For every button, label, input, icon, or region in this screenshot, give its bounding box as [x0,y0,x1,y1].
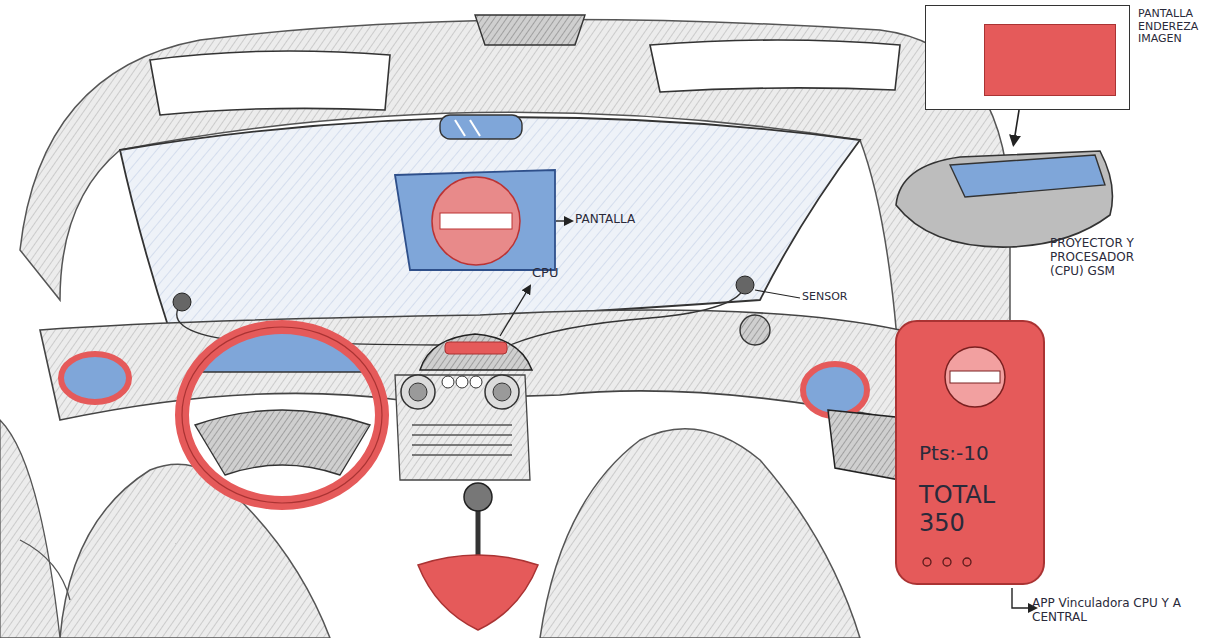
left-door [0,420,60,638]
phone-button [963,558,971,566]
air-vent-core [493,383,511,401]
phone-holder [828,410,905,480]
steering-wheel [182,327,382,503]
windshield-screen [395,170,555,270]
cpu-label: CPU [532,266,558,281]
sensor-label: SENSOR [802,291,847,304]
gear-knob [464,483,492,511]
phone-button [943,558,951,566]
control-knob [470,376,482,388]
sensor [736,276,754,294]
radio-slot [412,434,512,435]
leader-line [556,220,572,221]
gear-boot [418,555,538,630]
control-knob [442,376,454,388]
leader-line [500,286,530,336]
windshield [120,117,860,332]
no-entry-bar [950,371,1000,383]
side-mirror [61,354,129,402]
projector-unit: PROYECTOR Y PROCESADOR (CPU) GSM [890,145,1120,250]
radio-slot [412,444,512,445]
screen-box: PANTALLA ENDEREZA IMAGEN [925,5,1130,110]
mirror-glare [455,120,465,136]
node-text: PROYECTOR Y PROCESADOR (CPU) GSM [1050,237,1160,278]
node-text: Pts:-10 [919,442,1039,465]
air-vent [485,375,519,409]
air-vent [740,315,770,345]
connector-arrow [1013,110,1019,145]
side-mirror [803,364,867,416]
no-entry-sign [432,177,520,265]
steering-wheel-outline [182,327,382,503]
cpu-unit [445,342,507,354]
phone-app: Pts:-10TOTAL 350APP Vinculadora CPU Y A … [895,320,1045,585]
radio-slot [412,424,512,425]
projector-body [896,151,1112,247]
mirror-glare [470,120,480,136]
steering-hub [195,410,370,475]
sensor-wire [510,285,745,345]
node-text-secondary: TOTAL 350 [919,482,1014,537]
radio-slots [412,425,512,455]
projector-lens-top [950,155,1105,197]
leader-line [755,290,800,298]
sun-visor [150,51,390,115]
air-vent [401,375,435,409]
screen-label: PANTALLA [575,213,635,227]
rearview-mirror [440,115,522,139]
projector-shape [890,145,1120,250]
no-entry-bar [440,213,512,229]
center-console [395,375,530,480]
driver-seat [60,464,330,638]
no-entry-sign [945,347,1005,407]
node-text-secondary: APP Vinculadora CPU Y A CENTRAL [1032,597,1212,625]
passenger-seat [540,429,860,638]
door-handle [20,540,70,600]
overhead-console [475,15,585,45]
control-knob [456,376,468,388]
sun-visor [650,40,900,92]
radio-slot [412,454,512,455]
phone-button [923,558,931,566]
node-text: PANTALLA ENDEREZA IMAGEN [1138,8,1221,46]
sensor [173,293,191,311]
cpu-housing [420,334,532,370]
inverted-screen [984,24,1116,96]
air-vent-core [409,383,427,401]
